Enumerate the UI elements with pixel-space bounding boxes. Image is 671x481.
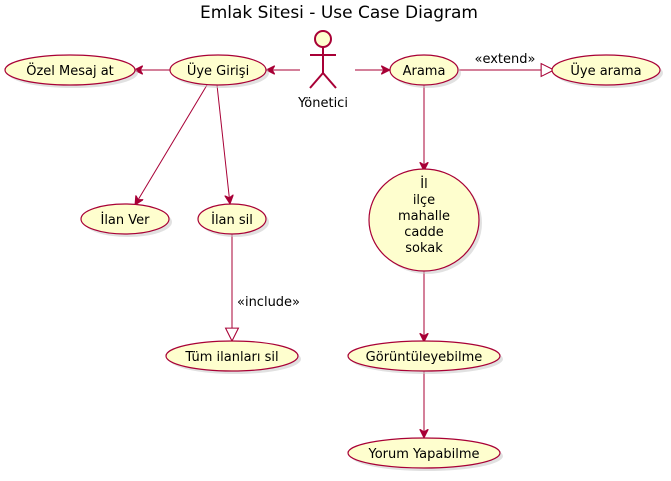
use-case-adres-line-2: ilçe — [413, 193, 435, 208]
use-case-adres: İl ilçe mahalle cadde sokak — [368, 168, 482, 274]
use-case-goruntuleyebilme-label: Görüntüleyebilme — [366, 350, 483, 365]
use-case-yorum-yapabilme: Yorum Yapabilme — [347, 437, 503, 471]
use-case-uye-girisi-label: Üye Girişi — [187, 62, 249, 79]
use-case-arama: Arama — [389, 54, 461, 88]
extend-label: «extend» — [475, 52, 536, 67]
use-case-adres-line-5: sokak — [405, 241, 443, 256]
actor-yonetici: Yönetici — [297, 30, 348, 111]
use-case-ilan-ver-label: İlan Ver — [100, 212, 150, 228]
actor-head — [314, 30, 332, 48]
use-case-tum-ilanlari-sil: Tüm ilanları sil — [165, 340, 301, 374]
use-case-uye-arama-label: Üye arama — [570, 62, 641, 79]
use-case-goruntuleyebilme: Görüntüleyebilme — [347, 340, 503, 374]
diagram-title: Emlak Sitesi - Use Case Diagram — [200, 3, 478, 23]
use-case-uye-arama: Üye arama — [551, 54, 663, 88]
use-case-arama-label: Arama — [403, 64, 446, 79]
edge-uye-girisi-to-ilan-ver — [135, 84, 208, 205]
use-case-ozel-mesaj: Özel Mesaj at — [4, 54, 138, 88]
edge-uye-girisi-to-ilan-sil — [216, 84, 230, 204]
include-label: «include» — [237, 295, 300, 310]
actor-right-leg — [322, 72, 337, 89]
actor-left-leg — [309, 72, 324, 89]
use-case-adres-line-4: cadde — [404, 225, 444, 240]
use-case-uye-girisi: Üye Girişi — [169, 54, 269, 88]
use-case-ilan-sil-label: İlan sil — [211, 212, 253, 228]
actor-label: Yönetici — [297, 96, 348, 111]
use-case-tum-ilanlari-sil-label: Tüm ilanları sil — [184, 350, 278, 365]
use-case-yorum-yapabilme-label: Yorum Yapabilme — [367, 447, 479, 462]
use-case-ozel-mesaj-label: Özel Mesaj at — [26, 62, 114, 79]
use-case-ilan-ver: İlan Ver — [80, 203, 172, 237]
use-case-adres-line-1: İl — [420, 176, 427, 192]
use-case-adres-line-3: mahalle — [398, 209, 450, 224]
use-case-ilan-sil: İlan sil — [197, 203, 269, 237]
